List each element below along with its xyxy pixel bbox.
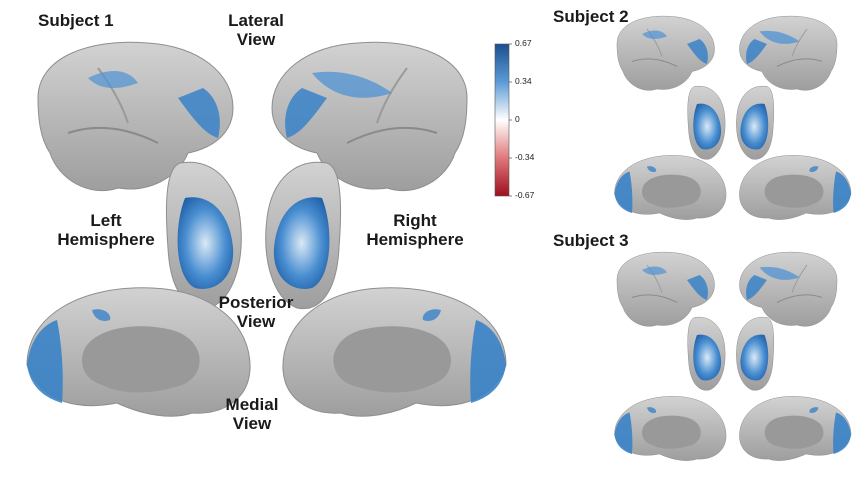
s3-brain-group <box>614 251 852 461</box>
right-hemisphere-text: Right Hemisphere <box>366 211 464 249</box>
right-hemisphere-label: Right Hemisphere <box>355 211 475 249</box>
s1-posterior-left-brain <box>165 161 242 310</box>
posterior-view-text: Posterior View <box>218 293 294 331</box>
colorbar-tick-mid-low: -0.34 <box>515 152 535 162</box>
medial-view-text: Medial View <box>225 395 279 433</box>
subject-2-title: Subject 2 <box>553 7 629 26</box>
medial-view-label: Medial View <box>212 395 292 433</box>
s1-posterior-right-brain <box>265 161 342 310</box>
subject-1-title: Subject 1 <box>38 11 114 30</box>
subject-3-title: Subject 3 <box>553 231 629 250</box>
left-hemisphere-text: Left Hemisphere <box>57 211 155 249</box>
lateral-view-label: Lateral View <box>216 11 296 49</box>
colorbar-tick-mid-high: 0.34 <box>515 76 532 86</box>
s1-medial-right-brain <box>282 287 507 417</box>
colorbar-tick-max: 0.67 <box>515 38 532 48</box>
colorbar-tick-zero: 0 <box>515 114 520 124</box>
colorbar <box>494 43 510 197</box>
left-hemisphere-label: Left Hemisphere <box>46 211 166 249</box>
lateral-view-text: Lateral View <box>228 11 284 49</box>
colorbar-tick-min: -0.67 <box>515 190 535 200</box>
s2-brain-group <box>614 15 852 220</box>
posterior-view-label: Posterior View <box>206 293 306 331</box>
